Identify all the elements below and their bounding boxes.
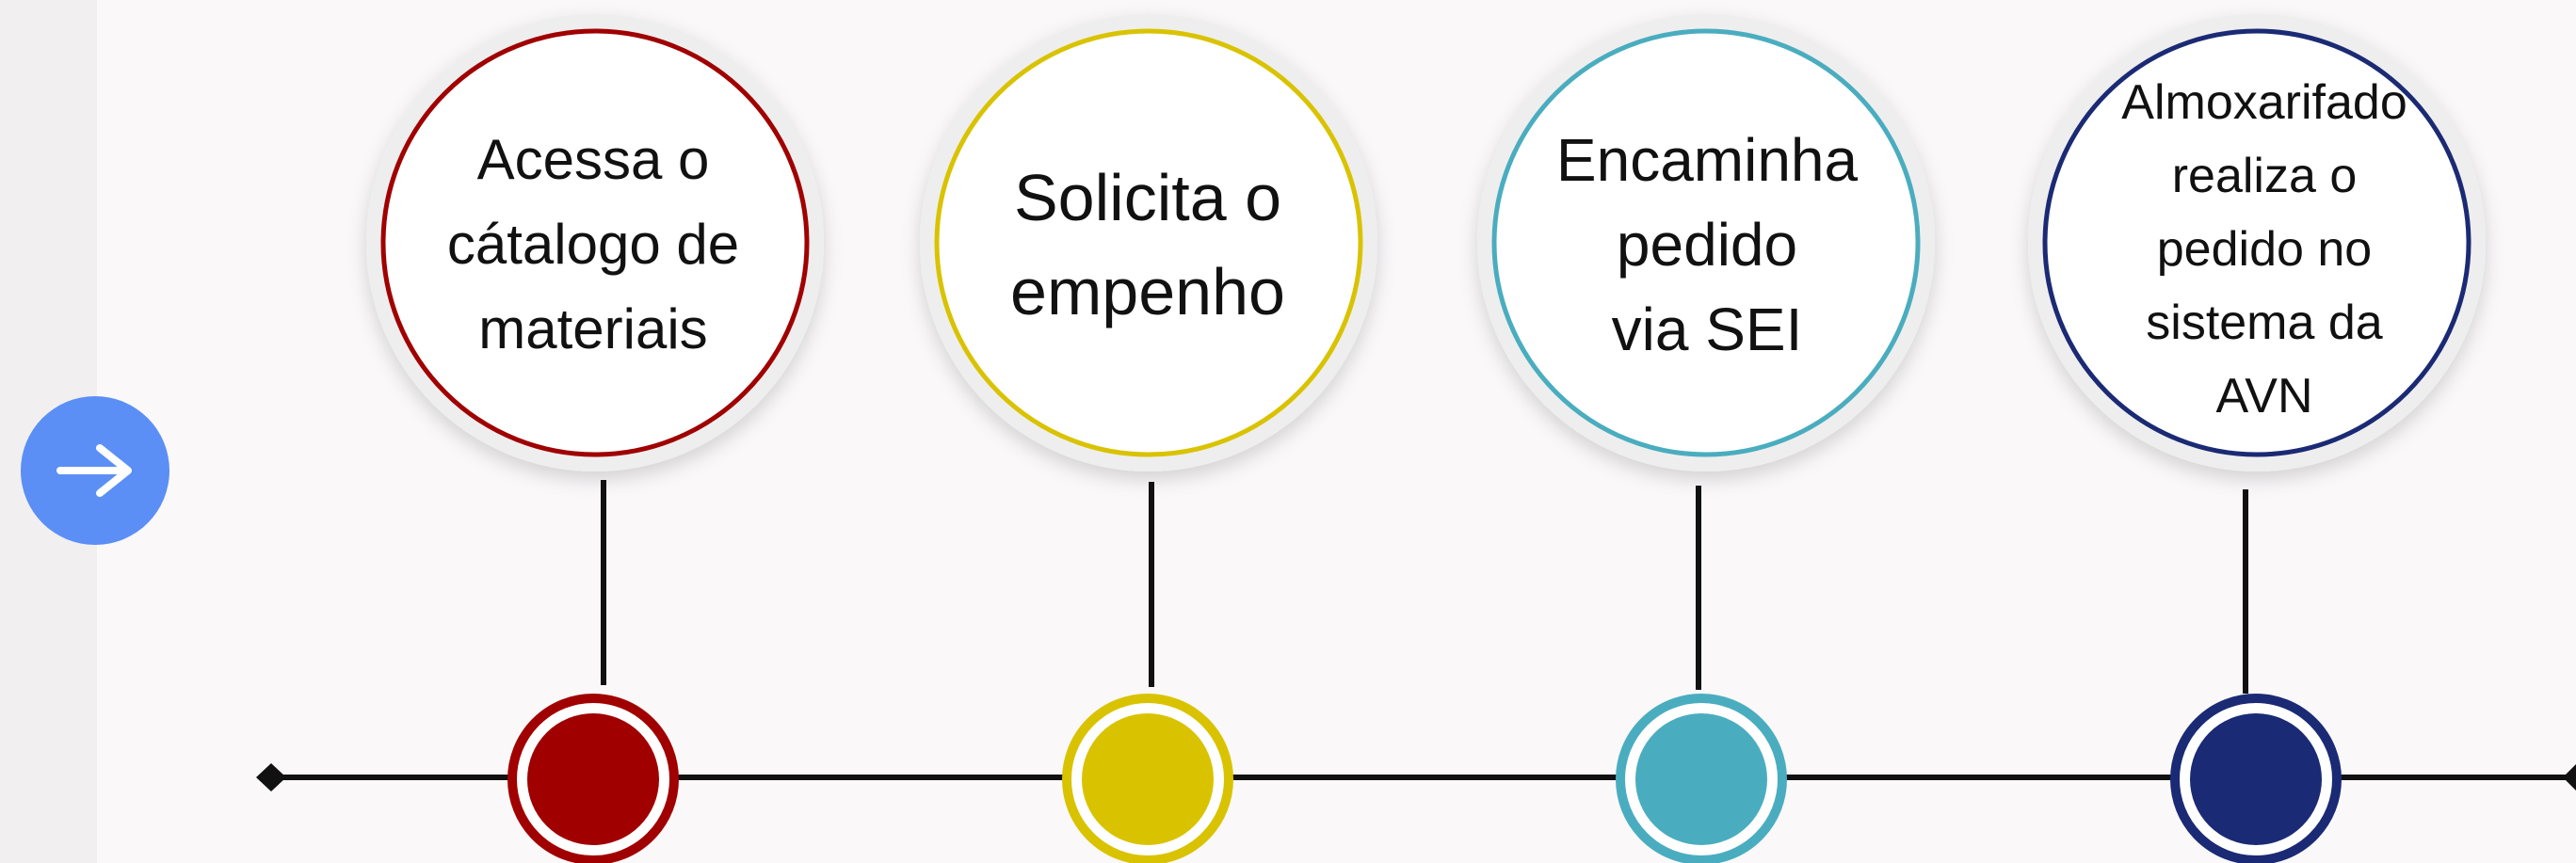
step-2-marker — [1082, 713, 1214, 845]
step-1-label: Acessa o cátalogo de materiais — [446, 128, 740, 360]
step-3-label: Encaminha pedido via SEI — [1555, 126, 1859, 363]
next-button[interactable] — [21, 396, 169, 545]
timeline-step-3 — [1477, 14, 1935, 863]
step-3-marker — [1635, 713, 1767, 845]
step-4-bubble — [2042, 28, 2471, 457]
step-4-label: Almoxarifado realiza o pedido no sistema… — [2121, 75, 2407, 424]
step-2-bubble — [934, 28, 1363, 457]
timeline-step-1 — [366, 14, 824, 863]
timeline-step-4 — [2028, 14, 2486, 863]
timeline-end-diamond — [2563, 764, 2576, 791]
step-4-marker — [2190, 713, 2322, 845]
step-2-label: Solicita o empenho — [1010, 161, 1285, 328]
step-3-bubble — [1491, 28, 1921, 457]
timeline-start-diamond — [256, 763, 286, 791]
step-1-marker — [527, 713, 659, 845]
arrow-right-icon — [56, 444, 132, 497]
step-1-bubble — [380, 28, 810, 457]
timeline-step-2 — [920, 14, 1377, 863]
